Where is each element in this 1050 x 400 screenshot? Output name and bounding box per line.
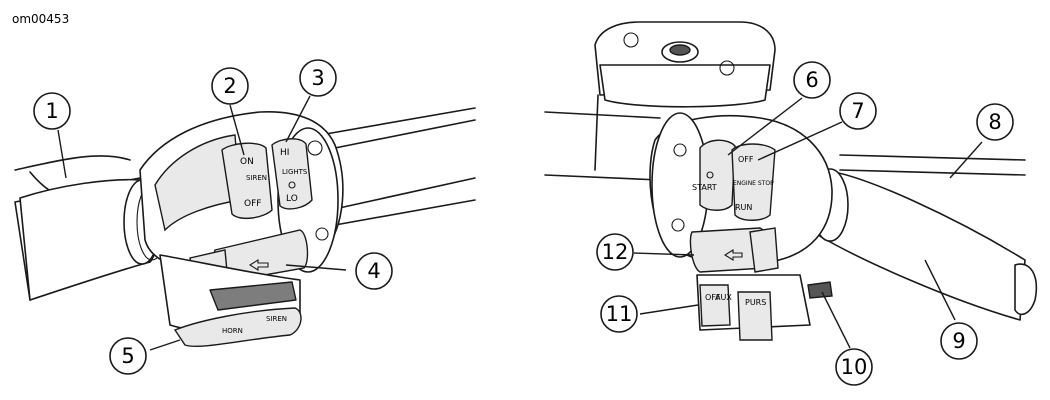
callout-8-number: 8 — [988, 110, 1001, 134]
horn-label: HORN — [222, 327, 243, 335]
callout-10: 10 — [835, 348, 873, 386]
callout-11-number: 11 — [606, 302, 633, 326]
right-turn-signal-switch — [689, 227, 779, 273]
callout-7-number: 7 — [851, 99, 864, 123]
callout-12-number: 12 — [602, 240, 629, 264]
horn-siren-switch: HORN SIREN — [159, 254, 302, 348]
callout-11: 11 — [600, 295, 638, 333]
callout-8: 8 — [976, 103, 1014, 141]
callout-1: 1 — [33, 92, 71, 130]
left-handlebar-assembly: ON SIREN OFF HI LIGHTS LO HORN SIREN — [14, 107, 476, 348]
callout-3: 3 — [299, 59, 337, 97]
callout-5: 5 — [109, 337, 147, 375]
callout-3-number: 3 — [311, 66, 324, 90]
run-label: RUN — [735, 203, 752, 212]
lights-label: LIGHTS — [282, 168, 308, 176]
off-label: OFF — [244, 199, 261, 209]
callout-6-number: 6 — [805, 68, 818, 92]
callout-1-number: 1 — [45, 99, 58, 123]
purs-label: PURS — [745, 298, 766, 307]
callout-4-number: 4 — [367, 259, 380, 283]
hi-label: HI — [280, 148, 289, 158]
callout-10-number: 10 — [841, 355, 868, 379]
figure-id: om00453 — [12, 12, 70, 26]
callout-4: 4 — [355, 252, 393, 290]
on-label: ON — [240, 157, 254, 167]
callout-2: 2 — [211, 67, 249, 105]
callout-6: 6 — [793, 61, 831, 99]
aux-purs-switch-block: OFF AUX PURS — [696, 274, 833, 341]
start-button: START — [692, 139, 736, 211]
engine-stop-switch: OFF ENGINE STOP RUN — [731, 143, 776, 221]
aux-label: AUX — [715, 293, 732, 302]
engine-off-label: OFF — [738, 155, 754, 164]
start-label: START — [692, 183, 717, 192]
right-grip — [817, 169, 1026, 321]
headlamp-dimmer-switch: HI LIGHTS LO — [271, 138, 313, 210]
callout-9-number: 9 — [952, 329, 965, 353]
right-handlebar-assembly: START OFF ENGINE STOP RUN OFF AUX PURS — [544, 21, 1037, 341]
siren-vertical-label: SIREN — [246, 174, 267, 182]
callout-9: 9 — [940, 322, 978, 360]
off-vertical-label: OFF — [705, 293, 721, 302]
callout-12: 12 — [596, 233, 634, 271]
callout-2-number: 2 — [223, 74, 236, 98]
lo-label: LO — [286, 194, 298, 204]
callout-7: 7 — [839, 92, 877, 130]
siren-label: SIREN — [266, 315, 287, 323]
engine-stop-label: ENGINE STOP — [733, 180, 774, 187]
siren-on-off-switch: ON SIREN OFF — [221, 142, 273, 220]
callout-5-number: 5 — [121, 344, 134, 368]
